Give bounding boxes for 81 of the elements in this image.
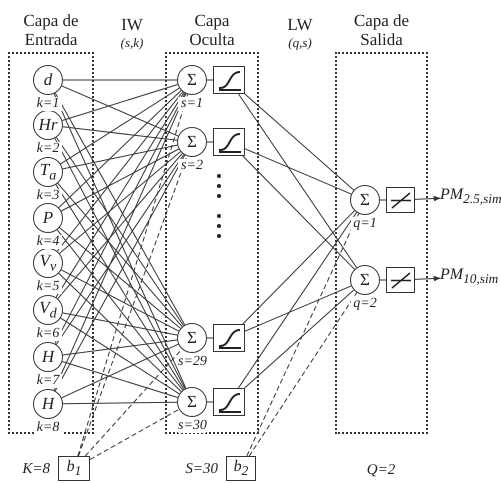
output-label: PM$_{10,sim}$ [440,266,501,288]
weight-connection [62,144,178,170]
index-label: k=6 [34,327,62,341]
output-arrow [414,276,441,282]
index-label: s=30 [178,419,206,433]
index-label: k=2 [34,142,62,156]
index-label: k=4 [34,235,62,249]
bias-connection [84,348,182,456]
weight-connection [60,148,180,212]
input-neuron-circle: H [33,389,63,419]
weight-connection [62,361,178,398]
index-label: (s,k) [120,36,144,50]
weight-connection [61,344,179,398]
weight-connection [62,312,178,336]
weight-connection [242,210,355,324]
weight-connection [244,94,354,191]
index-label: s=2 [178,159,206,173]
weight-connection [62,126,178,141]
input-neuron-circle: Hr [33,110,63,140]
weight-connection [238,212,358,388]
weight-connection [60,269,180,332]
index-label: q=2 [351,297,379,311]
index-label: k=5 [34,280,62,294]
weight-connection [58,90,182,208]
input-neuron-circle: V$_{d}$ [33,295,63,325]
layer-heading: Capa de Salida [352,12,410,50]
index-label: k=7 [34,374,62,388]
summation-circle: Σ [177,387,207,417]
weight-connection [56,136,184,326]
summation-circle: Σ [177,65,207,95]
output-label: PM$_{2.5,sim}$ [440,186,501,208]
output-arrow [414,196,441,202]
bias-connection [77,94,188,456]
input-neuron-circle: H [33,342,63,372]
weight-connection [238,94,358,268]
sigmoid-transfer-box [213,66,245,94]
weight-connection [244,290,354,388]
bias-box: b$_{2}$ [226,456,256,481]
layer-heading: Capa Oculta [188,12,236,50]
weight-connection [60,318,180,394]
weight-connection [244,148,352,195]
weight-connection [242,156,355,270]
linear-transfer-box [386,187,415,213]
weight-connection [60,88,180,164]
input-neuron-circle: d [33,65,63,95]
weight-connection [56,229,184,391]
weight-connection [61,85,179,137]
bias-connection [78,156,188,456]
weight-connection [57,152,183,300]
bias-box: b$_{1}$ [58,456,90,481]
weight-connection [59,151,181,254]
input-neuron-circle: T$_{a}$ [33,157,63,187]
summation-circle: Σ [350,185,380,215]
linear-transfer-box [386,267,415,293]
bias-connection [246,213,360,456]
sigmoid-transfer-box [213,388,245,416]
summation-circle: Σ [177,323,207,353]
weight-connection [62,402,178,404]
weight-connection [56,91,184,252]
input-neuron-circle: V$_{v}$ [33,248,63,278]
bias-connection [90,408,180,460]
index-label: (q,s) [287,36,313,50]
weight-connection [59,227,181,329]
sigmoid-transfer-box [213,324,245,352]
weight-matrix-label: IW [120,16,144,35]
summation-circle: Σ [350,265,380,295]
weight-connection [244,285,352,332]
weight-connection [62,340,178,356]
weight-connection [62,84,178,121]
weight-connection [56,154,184,345]
input-neuron-circle: P [33,203,63,233]
index-label: k=8 [34,421,62,435]
index-label: k=1 [34,97,62,111]
weight-connection [57,182,183,328]
weight-connection [58,272,182,392]
weight-matrix-label: LW [286,16,314,35]
layer-heading: Capa de Entrada [22,12,80,50]
sigmoid-transfer-box [213,128,245,156]
summation-circle: Σ [177,127,207,157]
layer-size-label: Q=2 [366,462,396,478]
bias-connection [248,292,358,456]
